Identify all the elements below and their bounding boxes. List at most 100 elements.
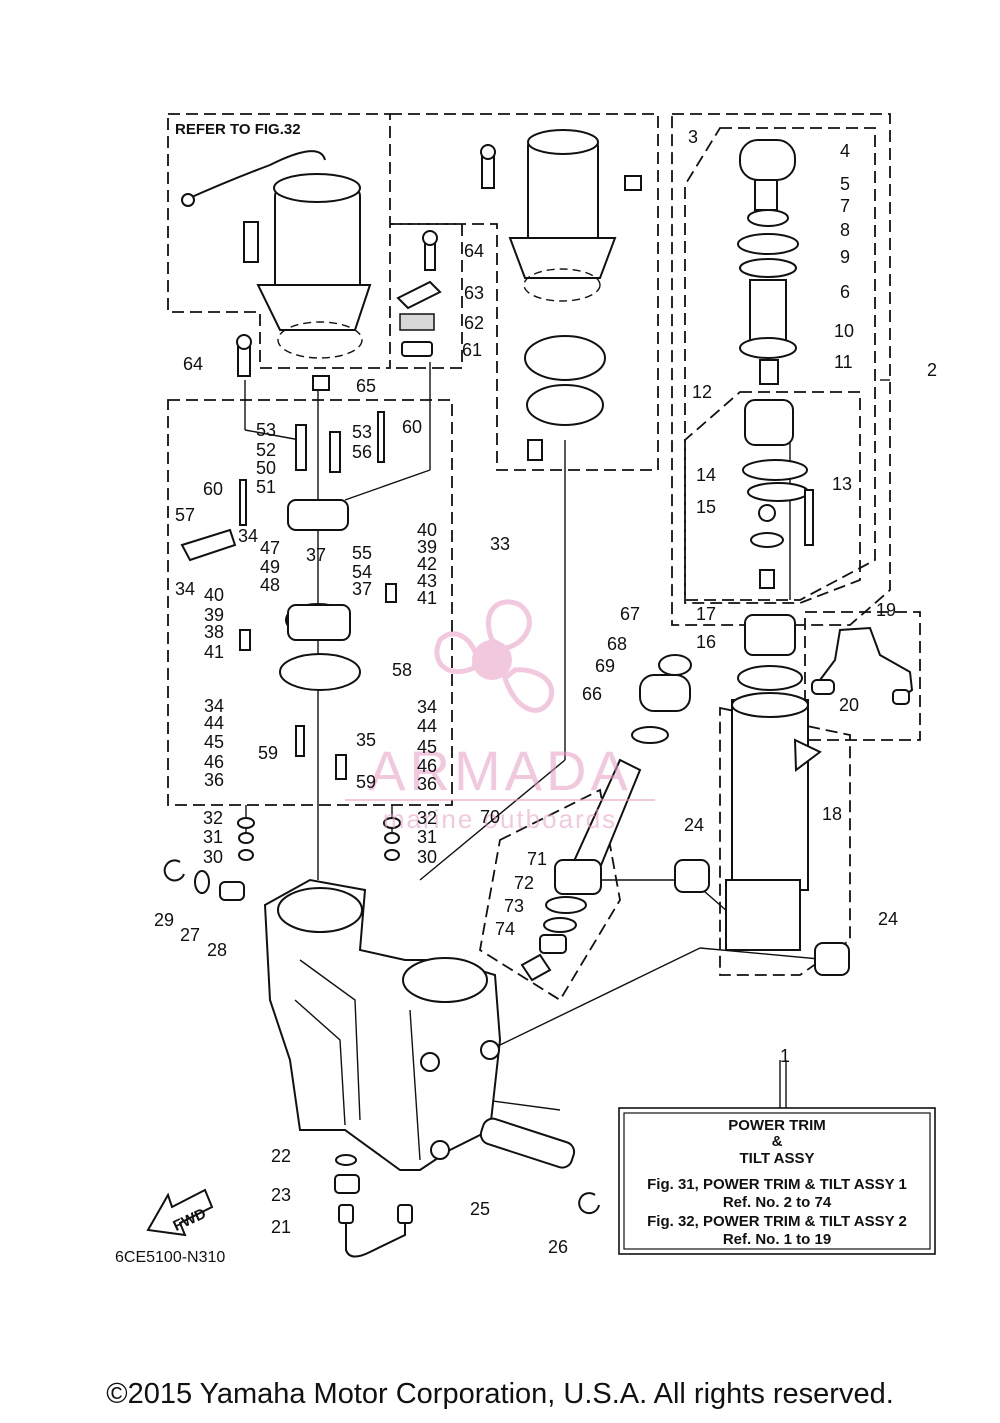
callout-36-left: 36 [204, 770, 224, 790]
callout-60-left: 60 [203, 479, 223, 499]
callout-15: 15 [696, 497, 716, 517]
callout-39-left: 39 [204, 605, 224, 625]
callout-73: 73 [504, 896, 524, 916]
callout-35: 35 [356, 730, 376, 750]
callout-34-c: 34 [204, 696, 224, 716]
callout-8: 8 [840, 220, 850, 240]
callout-41-left: 41 [204, 642, 224, 662]
callout-34-d: 34 [417, 697, 437, 717]
callout-68: 68 [607, 634, 627, 654]
callout-14: 14 [696, 465, 716, 485]
callout-57: 57 [175, 505, 195, 525]
callout-66: 66 [582, 684, 602, 704]
callout-63: 63 [464, 283, 484, 303]
callout-31-right: 31 [417, 827, 437, 847]
callout-30-left: 30 [203, 847, 223, 867]
callout-71: 71 [527, 849, 547, 869]
callout-25: 25 [470, 1199, 490, 1219]
callout-34-a: 34 [238, 526, 258, 546]
callout-36-right: 36 [417, 774, 437, 794]
callout-6: 6 [840, 282, 850, 302]
legend-line2: Ref. No. 2 to 74 [723, 1194, 832, 1211]
drawing-code: 6CE5100-N310 [115, 1249, 225, 1266]
callout-19: 19 [876, 600, 896, 620]
legend-line3: Fig. 32, POWER TRIM & TILT ASSY 2 [647, 1213, 907, 1230]
callout-48: 48 [260, 575, 280, 595]
callout-20: 20 [839, 695, 859, 715]
callout-59-right: 59 [356, 772, 376, 792]
callout-numbers: 1 2 3 4 5 6 7 8 9 10 11 12 13 14 15 16 1… [154, 127, 937, 1257]
watermark: ARMADA marine outboards [345, 599, 655, 834]
callout-69: 69 [595, 656, 615, 676]
callout-65: 65 [356, 376, 376, 396]
callout-40-left: 40 [204, 585, 224, 605]
main-bracket [163, 817, 600, 1258]
callout-62: 62 [464, 313, 484, 333]
legend-title-line1: POWER TRIM [728, 1117, 826, 1134]
callout-45-right: 45 [417, 737, 437, 757]
callout-12: 12 [692, 382, 712, 402]
legend-box: POWER TRIM & TILT ASSY Fig. 31, POWER TR… [618, 1060, 936, 1255]
callout-74: 74 [495, 919, 515, 939]
callout-30-right: 30 [417, 847, 437, 867]
callout-64-left: 64 [183, 354, 203, 374]
callout-29: 29 [154, 910, 174, 930]
callout-50: 50 [256, 458, 276, 478]
callout-11: 11 [834, 352, 853, 372]
callout-51: 51 [256, 477, 276, 497]
manual-valve-parts [520, 654, 692, 982]
callout-37-a: 37 [306, 545, 326, 565]
callout-46-right: 46 [417, 756, 437, 776]
legend-title-line3: TILT ASSY [740, 1150, 815, 1167]
callout-17: 17 [696, 604, 716, 624]
copyright-notice: ©2015 Yamaha Motor Corporation, U.S.A. A… [106, 1378, 894, 1410]
callout-58: 58 [392, 660, 412, 680]
callout-67: 67 [620, 604, 640, 624]
callout-13: 13 [832, 474, 852, 494]
callout-4: 4 [840, 141, 850, 161]
valve-parts [236, 230, 442, 391]
callout-53-right: 53 [352, 422, 372, 442]
callout-23: 23 [271, 1185, 291, 1205]
watermark-tagline: marine outboards [383, 804, 617, 834]
callout-44-right: 44 [417, 716, 437, 736]
legend-line1: Fig. 31, POWER TRIM & TILT ASSY 1 [647, 1176, 907, 1193]
callout-21: 21 [271, 1217, 291, 1237]
callout-22: 22 [271, 1146, 291, 1166]
callout-2: 2 [927, 360, 937, 380]
callout-46-left: 46 [204, 752, 224, 772]
callout-33: 33 [490, 534, 510, 554]
refer-label: REFER TO FIG.32 [175, 121, 301, 138]
callout-24-right: 24 [878, 909, 898, 929]
callout-44-left: 44 [204, 713, 224, 733]
callout-1: 1 [780, 1046, 790, 1066]
callout-37-b: 37 [352, 579, 372, 599]
callout-26: 26 [548, 1237, 568, 1257]
callout-56: 56 [352, 442, 372, 462]
callout-27: 27 [180, 925, 200, 945]
callout-53-left: 53 [256, 420, 276, 440]
callout-28: 28 [207, 940, 227, 960]
callout-10: 10 [834, 321, 854, 341]
legend-line4: Ref. No. 1 to 19 [723, 1231, 831, 1248]
callout-42: 42 [417, 554, 437, 574]
callout-3: 3 [688, 127, 698, 147]
callout-18: 18 [822, 804, 842, 824]
assembly-boundaries [167, 113, 921, 1002]
legend-title-line2: & [772, 1133, 783, 1150]
callout-7: 7 [840, 196, 850, 216]
trim-motor-left [181, 150, 372, 359]
callout-32-right: 32 [417, 808, 437, 828]
callout-16: 16 [696, 632, 716, 652]
callout-34-b: 34 [175, 579, 195, 599]
callout-52: 52 [256, 440, 276, 460]
trim-motor-right [480, 129, 642, 461]
callout-39-right: 39 [417, 537, 437, 557]
callout-60-right: 60 [402, 417, 422, 437]
callout-49: 49 [260, 557, 280, 577]
callout-32-left: 32 [203, 808, 223, 828]
callout-43: 43 [417, 571, 437, 591]
callout-9: 9 [840, 247, 850, 267]
callout-45-left: 45 [204, 732, 224, 752]
